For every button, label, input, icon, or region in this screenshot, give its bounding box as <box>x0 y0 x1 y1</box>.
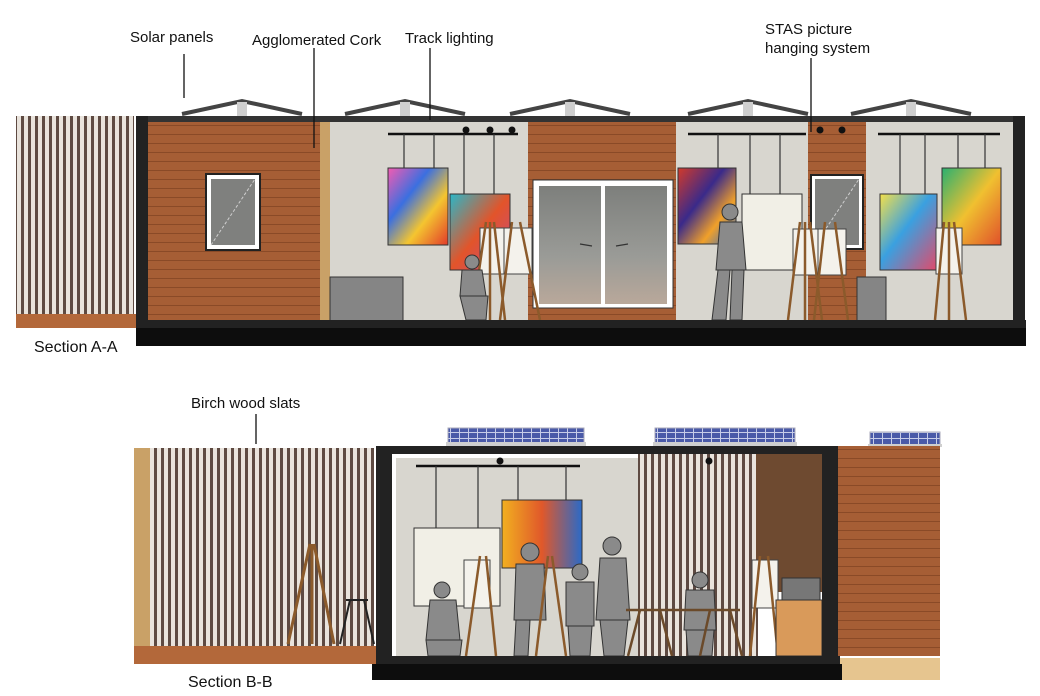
track-light-fixture <box>705 457 713 465</box>
structure-post <box>136 116 148 326</box>
cork-strip <box>320 122 330 322</box>
stas-hanging-wires <box>403 134 986 194</box>
stool <box>339 599 375 645</box>
solar-panel <box>869 431 941 447</box>
floor-slab <box>136 320 1026 328</box>
door-glass-left <box>539 186 601 304</box>
easel <box>498 221 542 321</box>
structure-post <box>1013 116 1025 326</box>
exterior-easel <box>286 543 336 645</box>
solar-panels-a <box>181 98 972 116</box>
foundation <box>372 664 842 680</box>
structure-post <box>822 446 838 658</box>
track-light-fixture <box>496 457 504 465</box>
easel <box>933 221 968 321</box>
section-b-b <box>134 414 942 680</box>
storage-cabinet <box>775 599 823 657</box>
painting <box>879 193 938 271</box>
section-a-title: Section A-A <box>34 339 118 356</box>
roof-slab <box>380 446 840 454</box>
bench <box>329 276 404 323</box>
solar-panel-frame <box>653 442 797 446</box>
easel <box>812 221 850 321</box>
easel <box>786 221 824 321</box>
birch-slat-screen <box>150 448 374 648</box>
birch-slat-screen-left <box>16 116 134 316</box>
callout-leaders-a <box>183 48 812 148</box>
deck-left <box>134 646 376 664</box>
stas-hanging-wires <box>435 466 567 528</box>
deck-left <box>16 314 138 328</box>
section-b-title: Section B-B <box>188 674 273 691</box>
solar-panel-frame <box>446 442 586 446</box>
door-arrow <box>615 243 629 247</box>
floor-slab <box>376 656 840 664</box>
roof-slab <box>140 116 1020 122</box>
solar-panel <box>447 427 585 445</box>
callout-stas-line1: STAS picture <box>765 21 853 38</box>
easel <box>748 555 780 657</box>
cabinet-top <box>781 577 821 601</box>
work-table <box>626 608 744 657</box>
cork-strip <box>134 448 150 648</box>
seated-painter-figure <box>459 254 489 321</box>
callout-solar-panels: Solar panels <box>130 29 214 46</box>
door-glass-right <box>605 186 667 304</box>
easel <box>463 555 498 657</box>
solar-panel-frame <box>868 444 942 447</box>
canvas-blank <box>741 193 803 271</box>
wood-cladding-panel <box>838 446 940 656</box>
door-arrow <box>579 243 593 247</box>
visitor-figure <box>711 203 747 321</box>
callout-stas-line2: hanging system <box>765 40 871 57</box>
painting <box>501 499 583 569</box>
window-opening-line <box>210 178 256 246</box>
track-light-fixtures <box>462 126 846 134</box>
workshop-figures <box>425 536 717 657</box>
callout-track-lighting: Track lighting <box>405 30 494 47</box>
callout-birch-wood-slats: Birch wood slats <box>191 395 301 412</box>
solar-panel <box>654 427 796 445</box>
foundation <box>136 328 1026 346</box>
deck-right <box>840 658 940 680</box>
structure-post <box>376 446 392 658</box>
bench <box>856 276 887 323</box>
callout-agglomerated-cork: Agglomerated Cork <box>252 32 382 49</box>
easel <box>534 555 568 657</box>
painting <box>387 167 449 246</box>
section-a-a <box>16 48 1026 346</box>
window-opening-line <box>814 178 860 246</box>
solar-panel-supports <box>237 102 916 116</box>
